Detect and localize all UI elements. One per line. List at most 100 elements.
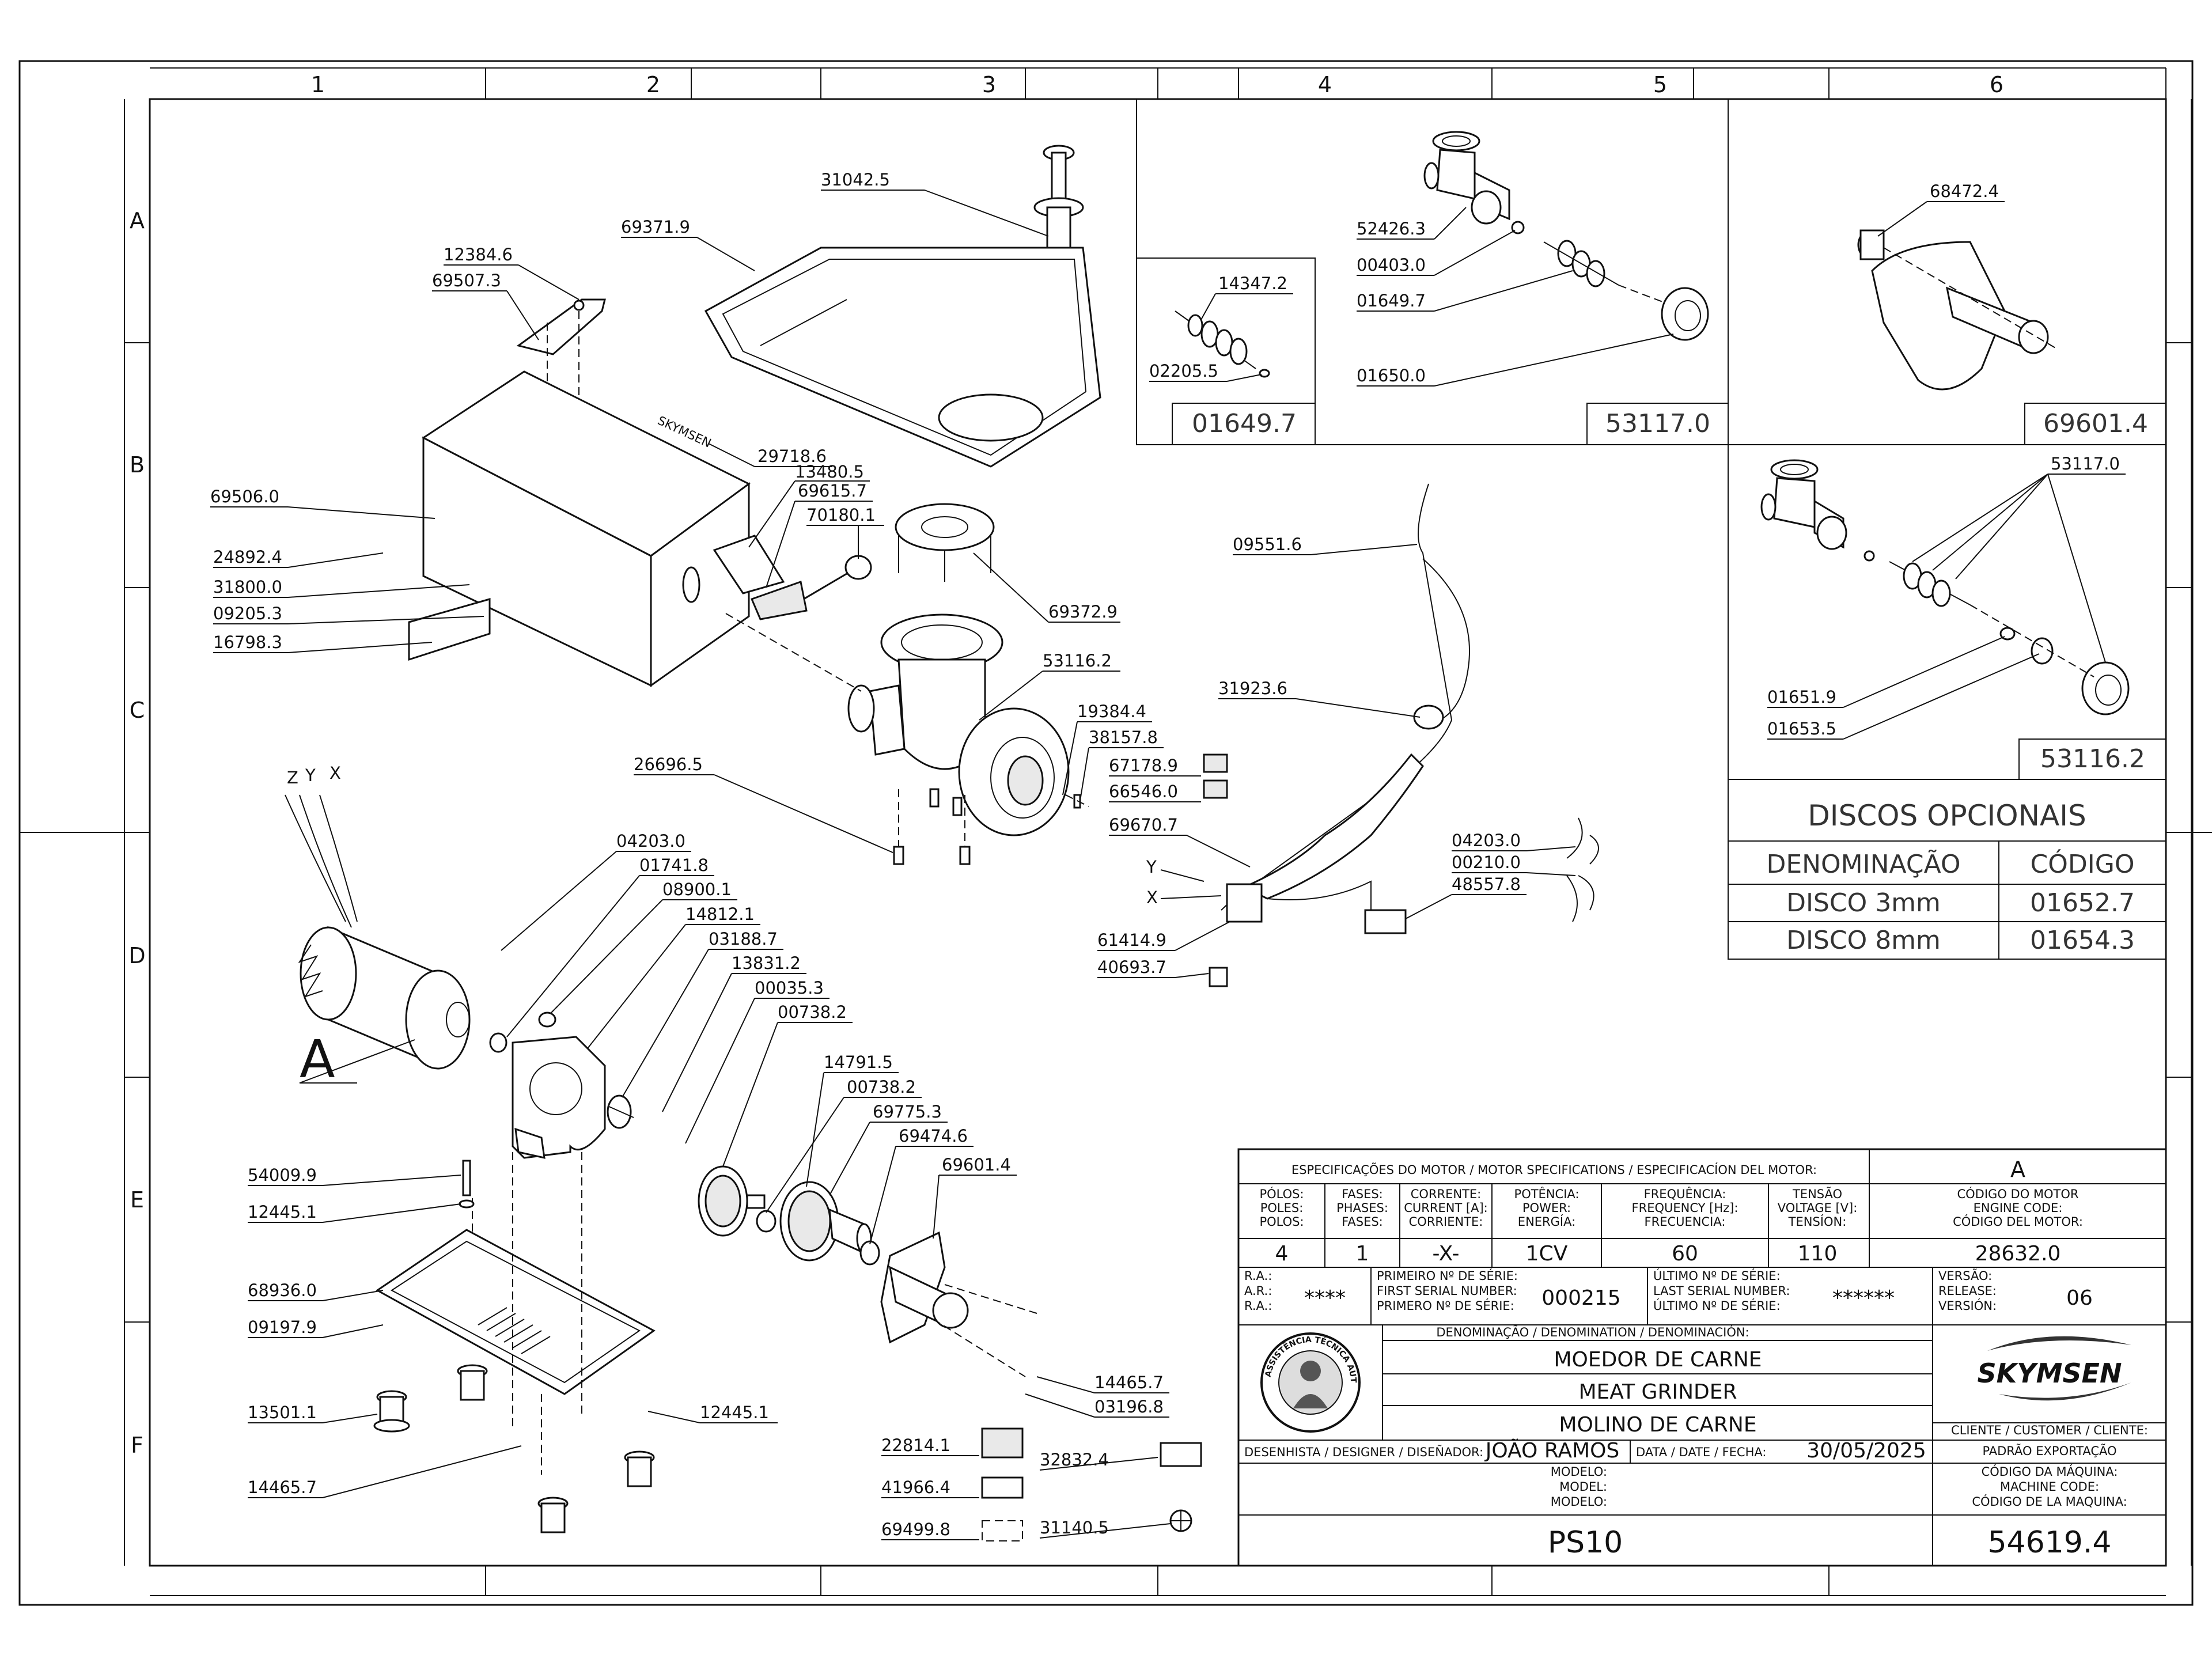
svg-text:VERSÃO:: VERSÃO: [1938, 1268, 1992, 1283]
callout-03196-8: 03196.8 [1094, 1397, 1164, 1416]
callout-67178-9: 67178.9 [1109, 756, 1178, 775]
detail-a-label: A [300, 1029, 335, 1090]
callout-13831-2: 13831.2 [732, 953, 801, 973]
zone-row-c: C [130, 698, 145, 723]
motor-current-value: -X- [1432, 1242, 1459, 1266]
wire-letter-z: Z [287, 768, 298, 787]
svg-text:MODEL:: MODEL: [1559, 1480, 1607, 1494]
callout-00738-2-b: 00738.2 [847, 1077, 916, 1097]
denomination-header: DENOMINAÇÃO / DENOMINATION / DENOMINACIÓ… [1436, 1324, 1749, 1339]
detail4-label-01651-9: 01651.9 [1767, 687, 1836, 707]
zone-columns: 1 2 3 4 5 6 [311, 72, 2003, 97]
client-label: CLIENTE / CUSTOMER / CLIENTE: [1951, 1423, 2148, 1437]
svg-text:FASES:: FASES: [1342, 1187, 1383, 1201]
detail-53117-0: 52426.3 00403.0 01649.7 01650.0 53117.0 [1357, 131, 1729, 445]
callout-70180-1: 70180.1 [806, 505, 876, 525]
svg-text:POTÊNCIA:: POTÊNCIA: [1514, 1187, 1580, 1201]
motor-phases-value: 1 [1356, 1242, 1369, 1266]
discs-header-code: CÓDIGO [2031, 849, 2135, 879]
zone-col-4: 4 [1318, 72, 1332, 97]
wiring-part [1203, 483, 1599, 987]
callout-68936-0: 68936.0 [248, 1281, 317, 1300]
callout-24892-4: 24892.4 [213, 547, 282, 567]
svg-text:TENSÃO: TENSÃO [1792, 1186, 1842, 1201]
name-pt: MOEDOR DE CARNE [1554, 1348, 1762, 1372]
svg-text:R.A.:: R.A.: [1244, 1269, 1272, 1283]
svg-text:VERSIÓN:: VERSIÓN: [1938, 1298, 1997, 1313]
wire-letter-x2: X [1146, 888, 1158, 907]
callout-69371-9: 69371.9 [621, 217, 690, 237]
discs-table-title: DISCOS OPCIONAIS [1808, 799, 2086, 832]
callout-14465-7-b: 14465.7 [1094, 1373, 1164, 1392]
callout-00738-2-a: 00738.2 [778, 1002, 847, 1022]
vent-slots [478, 1307, 551, 1354]
svg-text:POLES:: POLES: [1260, 1201, 1304, 1215]
callout-66546-0: 66546.0 [1109, 782, 1178, 801]
motor-part [285, 794, 556, 1070]
discs-row-2-name: DISCO 8mm [1786, 926, 1941, 955]
detail2-label-01649-7: 01649.7 [1357, 291, 1426, 310]
motor-spec-power: POTÊNCIA: POWER: ENERGÍA: 1CV [1514, 1187, 1580, 1266]
client-value: PADRÃO EXPORTAÇÃO [1982, 1443, 2116, 1458]
svg-text:R.A.:: R.A.: [1244, 1299, 1272, 1313]
detail1-label-14347-2: 14347.2 [1218, 274, 1287, 293]
svg-text:ENGINE CODE:: ENGINE CODE: [1974, 1201, 2063, 1215]
svg-text:CORRENTE:: CORRENTE: [1411, 1187, 1482, 1201]
callout-19384-4: 19384.4 [1077, 702, 1146, 721]
machine-code-value: 54619.4 [1987, 1525, 2111, 1560]
callout-04203-0-wire: 04203.0 [1452, 831, 1521, 850]
motor-spec-frequency: FREQUÊNCIA: FREQUENCY [Hz]: FRECUENCIA: … [1632, 1187, 1738, 1266]
motor-spec-phases: FASES: PHASES: FASES: 1 [1336, 1187, 1388, 1266]
callout-09197-9: 09197.9 [248, 1317, 317, 1337]
svg-text:A.R.:: A.R.: [1244, 1284, 1272, 1298]
gear-69775-part [779, 1181, 880, 1266]
callout-00035-3: 00035.3 [755, 978, 824, 998]
svg-text:FRECUENCIA:: FRECUENCIA: [1645, 1215, 1726, 1229]
designer-label: DESENHISTA / DESIGNER / DISEÑADOR: [1244, 1444, 1483, 1459]
detail-panels: 14347.2 02205.5 01649.7 52426.3 004 [1136, 99, 2166, 960]
svg-text:CORRIENTE:: CORRIENTE: [1409, 1215, 1483, 1229]
skymsen-logo: SKYMSEN [1978, 1336, 2131, 1401]
callout-41966-4: 41966.4 [881, 1478, 950, 1497]
callout-31800-0: 31800.0 [213, 577, 282, 597]
model-value: PS10 [1548, 1525, 1623, 1560]
callout-12445-1-b: 12445.1 [700, 1403, 769, 1422]
svg-text:FREQUÊNCIA:: FREQUÊNCIA: [1644, 1187, 1726, 1201]
callout-12445-1-a: 12445.1 [248, 1202, 317, 1222]
zone-col-2: 2 [646, 72, 660, 97]
svg-text:CURRENT [A]:: CURRENT [A]: [1404, 1201, 1488, 1215]
throat-ring-part [895, 503, 995, 582]
detail-69601-4: 68472.4 69601.4 [1857, 181, 2166, 445]
svg-text:POLOS:: POLOS: [1259, 1215, 1304, 1229]
zone-col-3: 3 [982, 72, 996, 97]
discs-row-1-name: DISCO 3mm [1786, 888, 1941, 918]
wire-letter-y2: Y [1146, 857, 1157, 877]
svg-text:PHASES:: PHASES: [1336, 1201, 1388, 1215]
ra-value: **** [1304, 1286, 1346, 1310]
svg-text:ÚLTIMO Nº DE SÉRIE:: ÚLTIMO Nº DE SÉRIE: [1653, 1268, 1781, 1283]
callout-69474-6: 69474.6 [899, 1126, 968, 1146]
callout-09551-6: 09551.6 [1233, 535, 1302, 554]
detail2-label-00403-0: 00403.0 [1357, 255, 1426, 275]
detail3-code: 69601.4 [2043, 409, 2148, 438]
callout-69372-9: 69372.9 [1048, 602, 1118, 622]
optional-discs-table: DISCOS OPCIONAIS DENOMINAÇÃO CÓDIGO DISC… [1728, 779, 2166, 960]
zone-row-e: E [130, 1187, 144, 1213]
main-callouts: 31042.5 69371.9 12384.6 69507.3 29718.6 … [210, 170, 1576, 1540]
callout-31140-5: 31140.5 [1040, 1518, 1109, 1537]
engine-code: CÓDIGO DO MOTOR ENGINE CODE: CÓDIGO DEL … [1953, 1187, 2083, 1266]
svg-text:PRIMERO Nº DE SÉRIE:: PRIMERO Nº DE SÉRIE: [1377, 1298, 1514, 1313]
zone-col-1: 1 [311, 72, 325, 97]
callout-13501-1: 13501.1 [248, 1403, 317, 1422]
svg-text:CÓDIGO DA MÁQUINA:: CÓDIGO DA MÁQUINA: [1982, 1464, 2118, 1479]
callout-04203-0-main: 04203.0 [616, 831, 685, 851]
motor-spec-header: ESPECIFICAÇÕES DO MOTOR / MOTOR SPECIFIC… [1291, 1162, 1817, 1177]
svg-text:FASES:: FASES: [1342, 1215, 1383, 1229]
svg-text:MACHINE CODE:: MACHINE CODE: [2000, 1480, 2099, 1494]
callout-69775-3: 69775.3 [873, 1102, 942, 1122]
callout-69507-3: 69507.3 [432, 271, 501, 290]
callout-40693-7: 40693.7 [1097, 957, 1166, 977]
brand-name: SKYMSEN [1978, 1358, 2122, 1389]
zone-row-f: F [131, 1433, 143, 1458]
